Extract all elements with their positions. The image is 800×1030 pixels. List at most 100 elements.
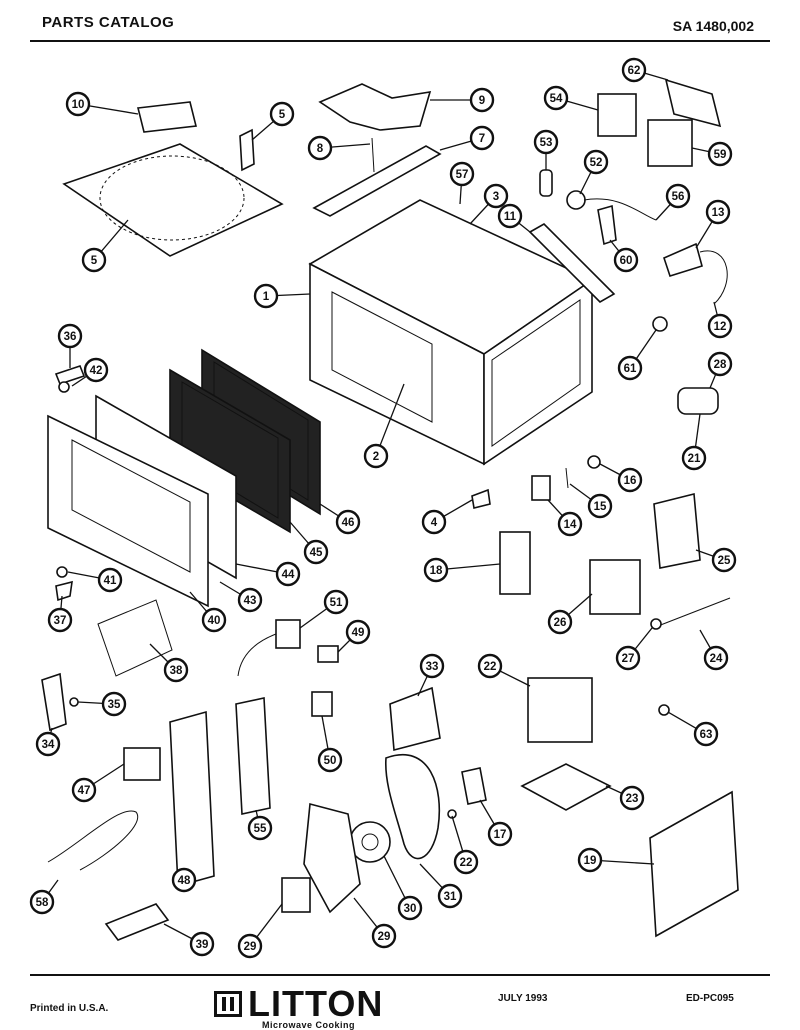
part-8-screw <box>371 137 375 173</box>
part-4-knob <box>471 488 491 509</box>
callout-39: 39 <box>163 923 215 957</box>
callout-2: 2 <box>363 383 405 469</box>
callout-label: 4 <box>431 517 438 529</box>
callout-label: 60 <box>620 255 633 267</box>
callout-circle <box>583 149 609 175</box>
callout-4: 4 <box>421 499 473 535</box>
callout-12: 12 <box>707 301 733 339</box>
part-59-bracket <box>647 119 693 167</box>
part-33-cover <box>389 686 441 752</box>
part-26-magnetron <box>589 559 641 615</box>
callout-circle <box>101 691 127 717</box>
callout-label: 9 <box>479 95 485 107</box>
callout-46: 46 <box>319 503 361 535</box>
callout-label: 49 <box>352 627 365 639</box>
part-22-transformer <box>527 677 593 743</box>
callout-1: 1 <box>253 283 311 309</box>
callout-circle <box>543 85 569 111</box>
callout-5: 5 <box>81 219 129 273</box>
callout-25: 25 <box>695 547 737 573</box>
callout-5: 5 <box>251 101 295 141</box>
callout-37: 37 <box>47 595 73 633</box>
callout-circle <box>317 747 343 773</box>
callout-58: 58 <box>29 879 59 915</box>
printed-note: Printed in U.S.A. <box>30 1003 109 1014</box>
part-35-screw <box>69 697 79 707</box>
callout-label: 22 <box>460 857 473 869</box>
callout-22: 22 <box>477 653 531 687</box>
callout-label: 18 <box>430 565 443 577</box>
callout-circle <box>275 561 301 587</box>
part-25-duct <box>653 492 701 569</box>
callout-label: 17 <box>494 829 507 841</box>
callout-label: 34 <box>42 739 55 751</box>
callout-17: 17 <box>479 799 513 847</box>
brand-subtitle: Microwave Cooking <box>262 1020 356 1030</box>
callout-circle <box>47 607 73 633</box>
callout-label: 19 <box>584 855 597 867</box>
callout-label: 7 <box>479 133 485 145</box>
callout-22: 22 <box>451 815 479 875</box>
callout-circle <box>237 933 263 959</box>
callout-label: 47 <box>78 785 91 797</box>
part-52-lamp <box>566 190 586 210</box>
part-13-cord <box>663 242 703 277</box>
callout-label: 31 <box>444 891 457 903</box>
callout-label: 35 <box>108 699 121 711</box>
callout-52: 52 <box>579 149 609 195</box>
callout-label: 23 <box>626 793 639 805</box>
callout-49: 49 <box>337 619 371 653</box>
callout-57: 57 <box>449 161 475 205</box>
callout-45: 45 <box>289 521 329 565</box>
callout-circle <box>323 589 349 615</box>
callout-label: 43 <box>244 595 257 607</box>
callout-circle <box>613 247 639 273</box>
callout-circle <box>307 135 333 161</box>
part-5-bracket <box>239 128 255 172</box>
callout-circle <box>705 199 731 225</box>
callout-circle <box>83 357 109 383</box>
part-45-screen <box>169 368 291 534</box>
callout-circle <box>587 493 613 519</box>
callout-label: 11 <box>504 211 517 223</box>
callout-circle <box>65 91 91 117</box>
callout-circle <box>453 849 479 875</box>
callout-35: 35 <box>77 691 127 717</box>
callout-label: 58 <box>36 897 49 909</box>
part-29-motor-plate <box>303 802 361 914</box>
callout-label: 39 <box>196 939 209 951</box>
callout-label: 24 <box>710 653 723 665</box>
callout-29: 29 <box>353 897 397 949</box>
callout-label: 27 <box>622 653 635 665</box>
callout-label: 52 <box>590 157 603 169</box>
callout-circle <box>363 443 389 469</box>
part-10-plate <box>137 101 197 133</box>
callout-circle <box>533 129 559 155</box>
callout-circle <box>97 567 123 593</box>
callout-label: 57 <box>456 169 469 181</box>
callout-label: 61 <box>624 363 637 375</box>
callout-label: 41 <box>104 575 117 587</box>
callout-circle <box>335 509 361 535</box>
part-56-wire <box>583 198 657 221</box>
callout-circle <box>497 203 523 229</box>
callout-label: 46 <box>342 517 355 529</box>
part-shapes <box>41 78 739 941</box>
callout-13: 13 <box>695 199 731 249</box>
footer-rule <box>30 974 770 976</box>
part-53-fuse <box>539 169 553 197</box>
callout-circle <box>421 509 447 535</box>
part-9-fan-blade <box>318 83 432 131</box>
callout-label: 26 <box>554 617 567 629</box>
callout-34: 34 <box>35 727 61 757</box>
part-28-capacitor <box>677 387 719 415</box>
callout-40: 40 <box>189 591 227 633</box>
callout-circle <box>615 645 641 671</box>
callout-33: 33 <box>417 653 445 697</box>
callout-7: 7 <box>439 125 495 151</box>
part-18-board <box>499 531 531 595</box>
callout-42: 42 <box>71 357 109 387</box>
callout-circle <box>547 609 573 635</box>
callout-circle <box>703 645 729 671</box>
